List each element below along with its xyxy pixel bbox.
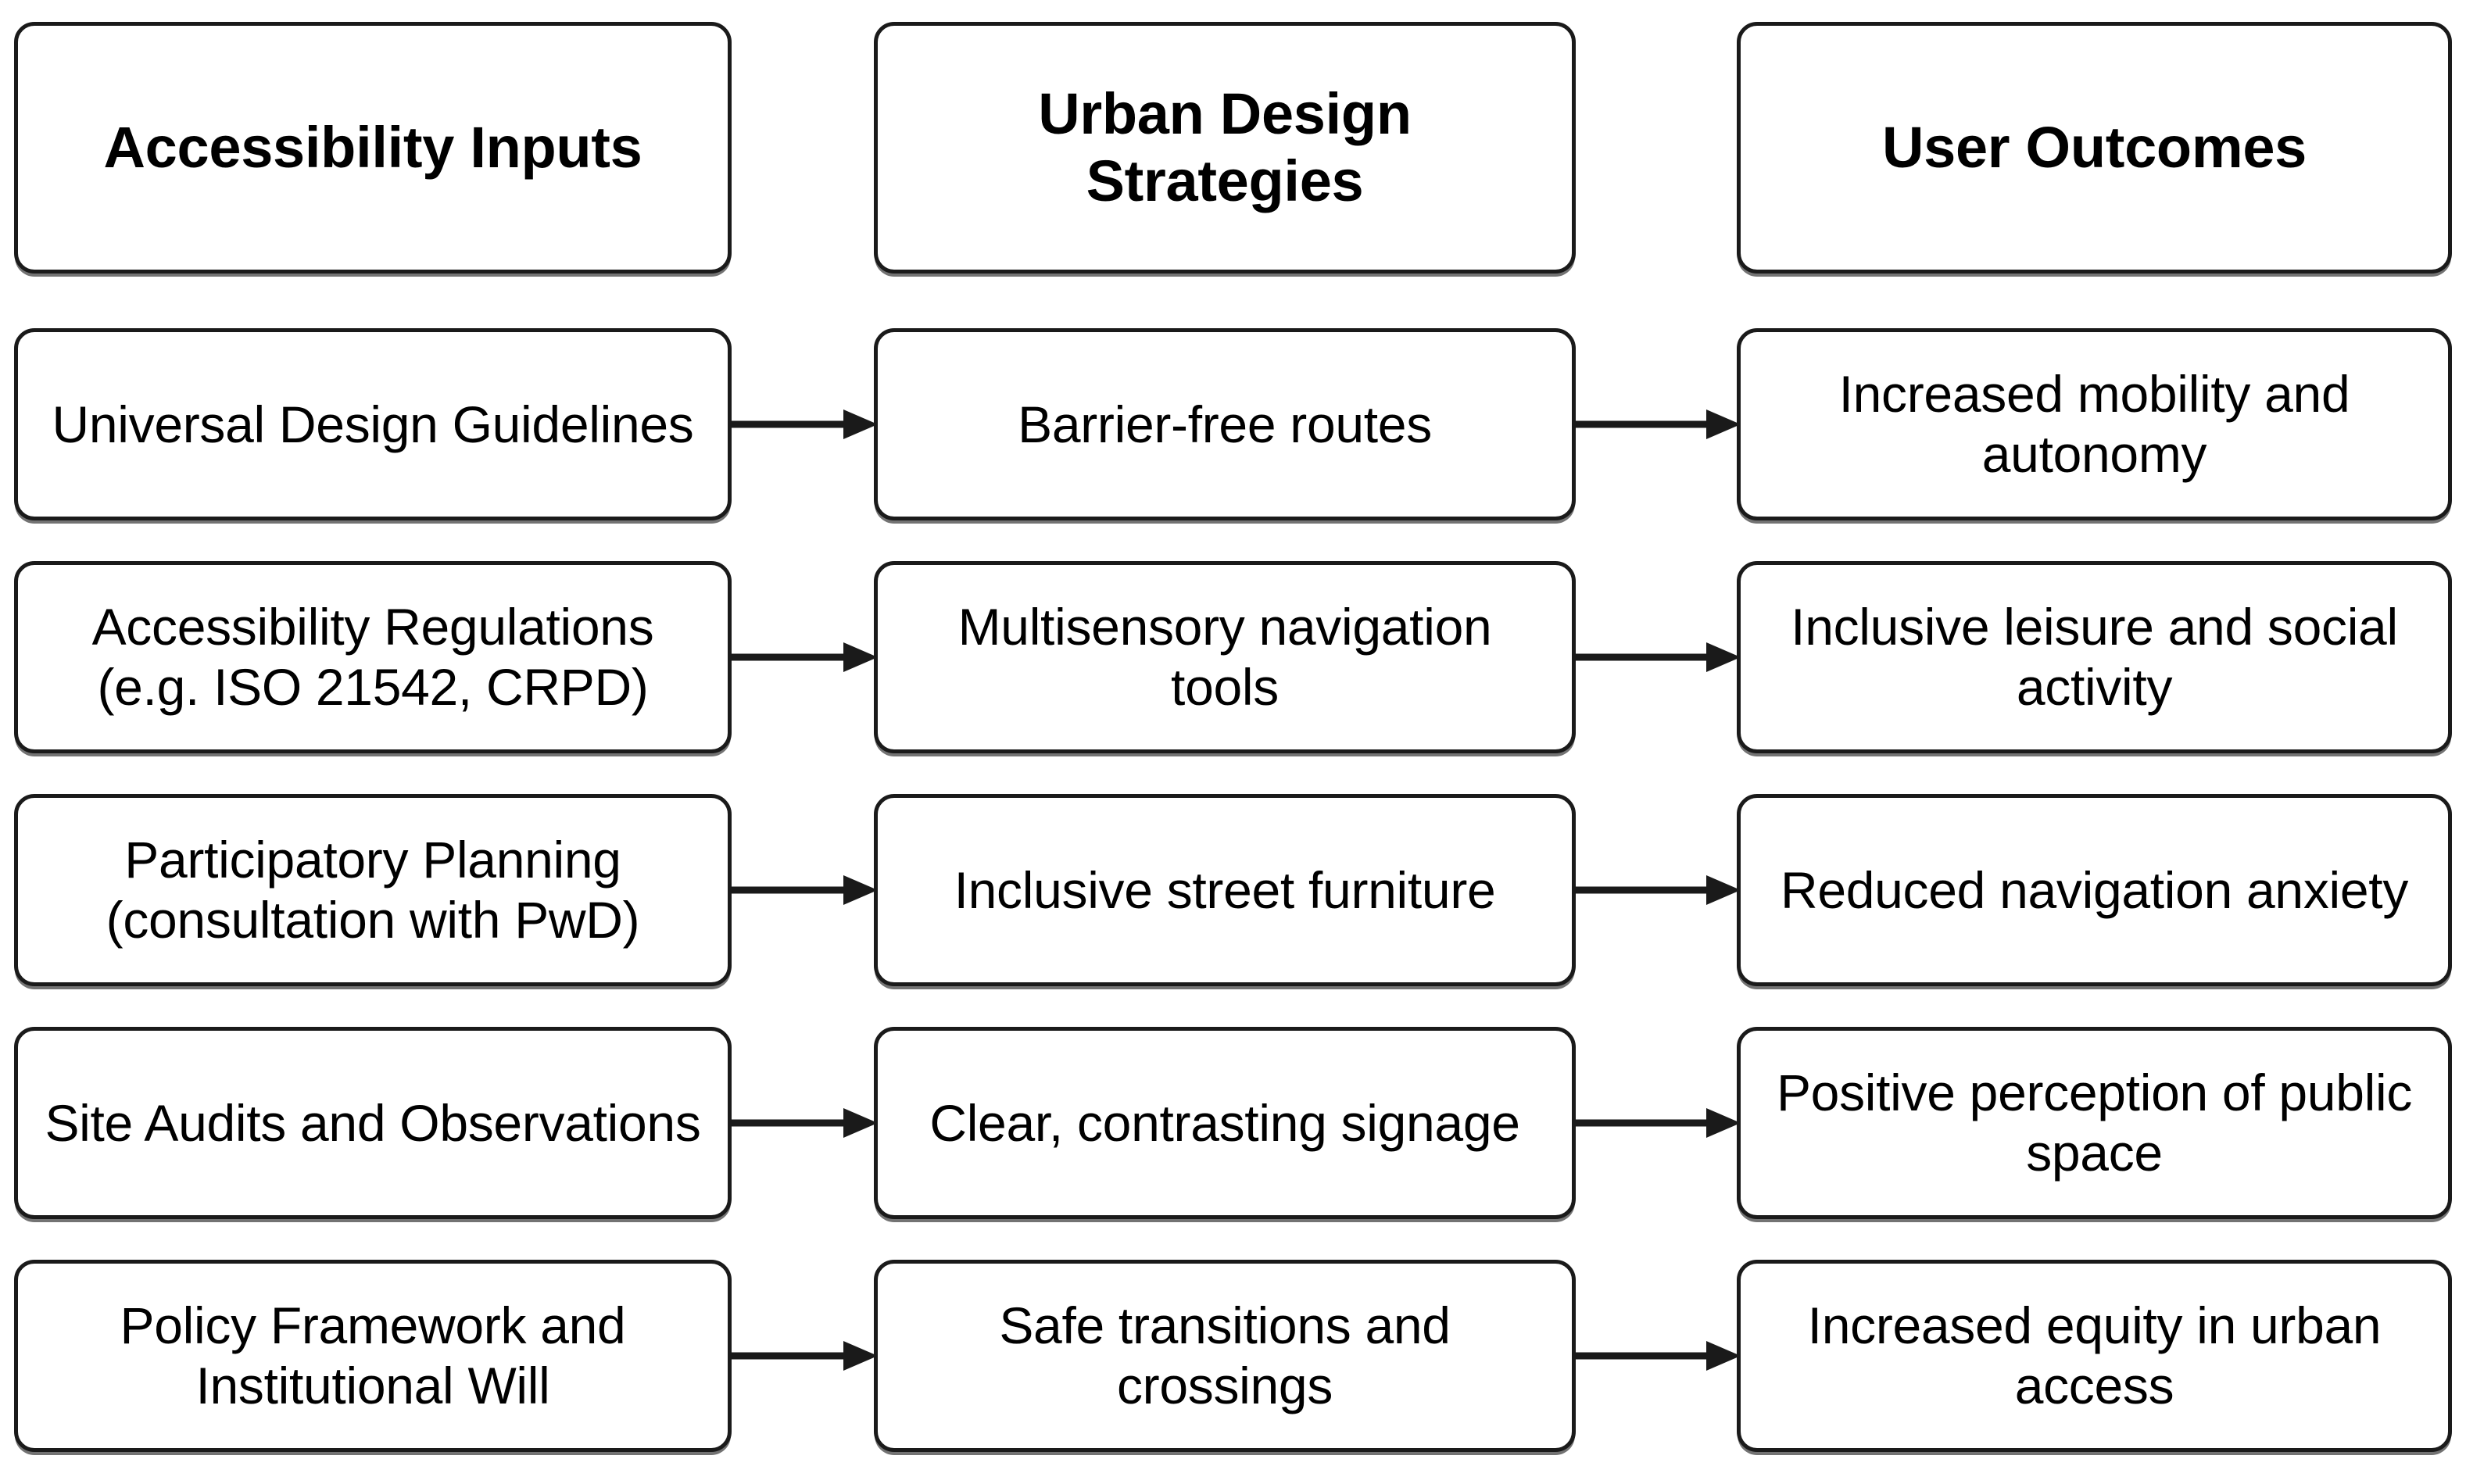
right-arrow-icon xyxy=(1573,407,1741,442)
column-header-accessibility-inputs: Accessibility Inputs xyxy=(14,22,732,274)
strategy-node-label: Barrier-free routes xyxy=(1018,395,1432,453)
outcome-node-2: Inclusive leisure and social activity xyxy=(1737,561,2452,753)
input-node-4: Site Audits and Observations xyxy=(14,1027,732,1219)
input-node-label: Site Audits and Observations xyxy=(45,1093,701,1152)
right-arrow-icon xyxy=(729,1339,878,1373)
right-arrow-icon xyxy=(729,640,878,674)
right-arrow-icon xyxy=(1573,1106,1741,1140)
input-node-label: Participatory Planning (consultation wit… xyxy=(106,831,640,949)
right-arrow-icon xyxy=(729,407,878,442)
strategy-node-label: Inclusive street furniture xyxy=(954,860,1496,919)
strategy-node-4: Clear, contrasting signage xyxy=(874,1027,1576,1219)
column-header-label: Urban Design Strategies xyxy=(1038,81,1412,213)
column-header-user-outcomes: User Outcomes xyxy=(1737,22,2452,274)
right-arrow-icon xyxy=(1573,1339,1741,1373)
outcome-node-label: Inclusive leisure and social activity xyxy=(1791,598,2398,716)
strategy-node-5: Safe transitions and crossings xyxy=(874,1260,1576,1452)
strategy-node-label: Safe transitions and crossings xyxy=(999,1296,1451,1414)
outcome-node-3: Reduced navigation anxiety xyxy=(1737,794,2452,986)
strategy-node-label: Clear, contrasting signage xyxy=(929,1093,1520,1152)
input-node-2: Accessibility Regulations (e.g. ISO 2154… xyxy=(14,561,732,753)
input-node-label: Accessibility Regulations (e.g. ISO 2154… xyxy=(91,598,654,716)
input-node-1: Universal Design Guidelines xyxy=(14,328,732,520)
outcome-node-label: Positive perception of public space xyxy=(1776,1064,2413,1182)
input-node-label: Universal Design Guidelines xyxy=(52,395,694,453)
right-arrow-icon xyxy=(1573,640,1741,674)
input-node-label: Policy Framework and Institutional Will xyxy=(120,1296,626,1414)
column-header-label: Accessibility Inputs xyxy=(103,115,642,181)
input-node-3: Participatory Planning (consultation wit… xyxy=(14,794,732,986)
outcome-node-label: Reduced navigation anxiety xyxy=(1780,860,2409,919)
outcome-node-label: Increased equity in urban access xyxy=(1807,1296,2382,1414)
outcome-node-5: Increased equity in urban access xyxy=(1737,1260,2452,1452)
right-arrow-icon xyxy=(729,1106,878,1140)
strategy-node-3: Inclusive street furniture xyxy=(874,794,1576,986)
outcome-node-1: Increased mobility and autonomy xyxy=(1737,328,2452,520)
outcome-node-label: Increased mobility and autonomy xyxy=(1838,365,2350,483)
column-header-urban-design-strategies: Urban Design Strategies xyxy=(874,22,1576,274)
column-header-label: User Outcomes xyxy=(1881,115,2307,181)
input-node-5: Policy Framework and Institutional Will xyxy=(14,1260,732,1452)
right-arrow-icon xyxy=(1573,873,1741,907)
strategy-node-1: Barrier-free routes xyxy=(874,328,1576,520)
strategy-node-2: Multisensory navigation tools xyxy=(874,561,1576,753)
strategy-node-label: Multisensory navigation tools xyxy=(957,598,1492,716)
outcome-node-4: Positive perception of public space xyxy=(1737,1027,2452,1219)
right-arrow-icon xyxy=(729,873,878,907)
